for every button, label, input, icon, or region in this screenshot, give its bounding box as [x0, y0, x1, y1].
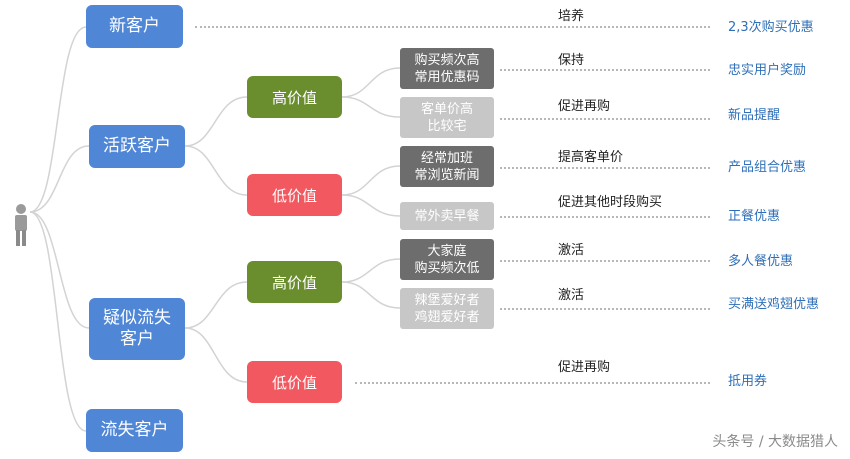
segment-risk-high-a: 大家庭 购买频次低: [400, 239, 494, 280]
node-new-customer: 新客户: [86, 5, 183, 48]
link-root-new: [29, 26, 87, 213]
tier-active-low-value: 低价值: [247, 174, 342, 216]
action-label: 促进再购: [558, 99, 611, 114]
node-churn-risk-customer: 疑似流失 客户: [89, 298, 185, 360]
segment-risk-high-b: 辣堡爱好者 鸡翅爱好者: [400, 288, 494, 329]
action-label: 培养: [558, 9, 585, 24]
strategy-label: 买满送鸡翅优惠: [728, 297, 820, 312]
segment-active-high-a: 购买频次高 常用优惠码: [400, 48, 494, 89]
person-icon: [12, 203, 30, 251]
link-risk-high: [184, 281, 248, 329]
strategy-label: 忠实用户奖励: [728, 63, 807, 78]
link-risk-low: [184, 327, 248, 383]
action-label: 激活: [558, 288, 585, 303]
action-label: 促进再购: [558, 360, 611, 375]
strategy-label: 产品组合优惠: [728, 160, 807, 175]
link-active-low: [184, 145, 248, 196]
strategy-label: 新品提醒: [728, 108, 781, 123]
action-label: 激活: [558, 243, 585, 258]
link-root-lost: [29, 211, 87, 432]
link-al-b: [341, 194, 401, 217]
strategy-label: 抵用券: [728, 374, 768, 389]
action-label: 保持: [558, 53, 585, 68]
link-active-high: [184, 96, 248, 147]
link-al-a: [341, 165, 401, 196]
tier-risk-low-value: 低价值: [247, 361, 342, 403]
tier-active-high-value: 高价值: [247, 76, 342, 118]
dotted-line: [500, 216, 710, 218]
link-ah-b: [341, 96, 401, 118]
dotted-line: [500, 308, 710, 310]
dotted-line: [500, 69, 710, 71]
segment-active-high-b: 客单价高 比较宅: [400, 97, 494, 138]
link-rh-a: [341, 258, 401, 283]
action-label: 提高客单价: [558, 150, 624, 165]
link-ah-a: [341, 67, 401, 98]
segment-active-low-b: 常外卖早餐: [400, 202, 494, 230]
action-label: 促进其他时段购买: [558, 195, 663, 210]
node-lost-customer: 流失客户: [86, 409, 183, 452]
link-root-active: [29, 145, 90, 213]
segment-active-low-a: 经常加班 常浏览新闻: [400, 146, 494, 187]
strategy-label: 多人餐优惠: [728, 254, 794, 269]
dotted-line: [500, 260, 710, 262]
dotted-line: [500, 167, 710, 169]
tier-risk-high-value: 高价值: [247, 261, 342, 303]
strategy-label: 正餐优惠: [728, 209, 781, 224]
dotted-line: [195, 26, 710, 28]
watermark-text: 头条号 / 大数据猎人: [712, 434, 838, 450]
dotted-line: [355, 382, 710, 384]
dotted-line: [500, 118, 710, 120]
node-active-customer: 活跃客户: [89, 125, 185, 168]
strategy-label: 2,3次购买优惠: [728, 20, 814, 35]
link-rh-b: [341, 281, 401, 309]
link-root-risk: [29, 211, 90, 329]
